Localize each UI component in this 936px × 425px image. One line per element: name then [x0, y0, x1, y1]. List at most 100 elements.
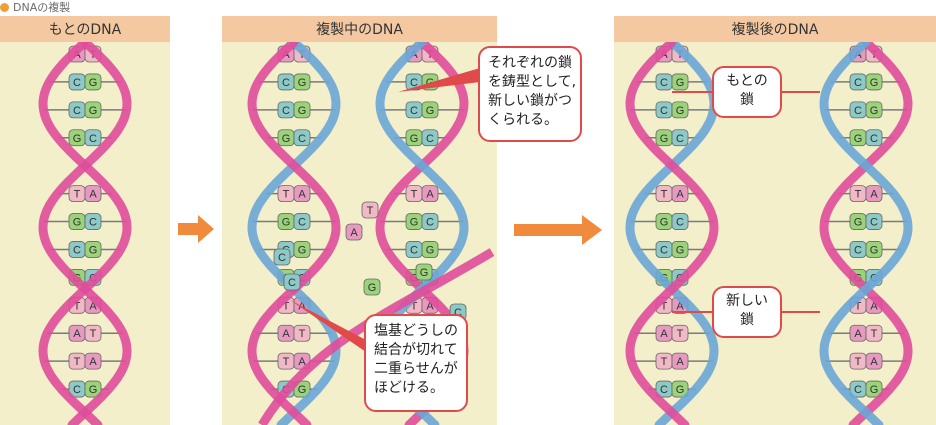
base-tile: [671, 324, 689, 342]
callout-new-strand: 新しい 鎖: [712, 286, 782, 338]
base-letter: C: [410, 244, 418, 256]
orange-circle-icon: [0, 2, 9, 12]
base-letter: A: [660, 328, 668, 340]
base-G: G: [84, 241, 102, 258]
base-letter: A: [870, 300, 878, 312]
base-tile: [865, 213, 883, 230]
base-G: G: [421, 73, 439, 91]
base-C: C: [655, 241, 673, 258]
base-letter: T: [74, 189, 81, 201]
base-letter: A: [676, 189, 684, 201]
base-letter: C: [89, 133, 97, 145]
base-C: C: [293, 213, 311, 230]
base-letter: G: [89, 244, 98, 256]
base-letter: G: [854, 133, 863, 145]
base-pair: CG: [258, 241, 330, 258]
callout-line: もとの: [726, 73, 768, 89]
base-tile: [293, 101, 311, 119]
base-letter: G: [426, 244, 435, 256]
base-letter: G: [870, 77, 879, 89]
base-tile: [84, 129, 102, 147]
base-tile: [671, 213, 689, 230]
base-letter: T: [661, 356, 668, 368]
base-A: A: [421, 185, 439, 203]
base-tile: [865, 241, 883, 258]
strand-a: [247, 42, 341, 425]
base-C: C: [865, 129, 883, 147]
panel-replicating-title: 複製中のDNA: [222, 16, 497, 42]
callout-line: 結合が切れて: [374, 342, 458, 358]
base-C: C: [421, 129, 439, 147]
base-T: T: [655, 185, 673, 203]
base-letter: C: [660, 244, 668, 256]
free-nucleotide-G: G: [415, 263, 433, 281]
base-letter: A: [870, 189, 878, 201]
base-T: T: [68, 185, 86, 203]
base-A: A: [671, 352, 689, 370]
base-letter: A: [89, 189, 97, 201]
strand-a: [38, 42, 132, 425]
base-C: C: [68, 101, 86, 119]
base-tile: [84, 324, 102, 342]
free-nucleotide-G: G: [363, 278, 381, 296]
base-G: G: [293, 101, 311, 119]
base-letter: G: [298, 105, 307, 117]
base-letter: C: [73, 384, 81, 396]
base-C: C: [849, 101, 867, 119]
base-letter: G: [660, 133, 669, 145]
base-G: G: [671, 241, 689, 258]
base-letter: G: [420, 267, 429, 279]
callout-line: くられる。: [488, 112, 558, 128]
base-letter: A: [426, 300, 434, 312]
base-tile: [84, 380, 102, 398]
base-G: G: [671, 73, 689, 91]
base-A: A: [865, 352, 883, 370]
base-tile: [865, 129, 883, 147]
panel-original-title: もとのDNA: [0, 16, 170, 42]
base-letter: C: [288, 277, 296, 289]
base-G: G: [293, 241, 311, 258]
base-T: T: [849, 185, 867, 203]
base-letter: A: [282, 328, 290, 340]
base-letter: T: [283, 189, 290, 201]
base-letter: C: [854, 244, 862, 256]
base-letter: C: [298, 133, 306, 145]
base-T: T: [655, 352, 673, 370]
base-C: C: [421, 213, 439, 230]
base-letter: C: [73, 77, 81, 89]
base-letter: G: [73, 217, 82, 229]
base-tile: [671, 352, 689, 370]
base-letter: T: [855, 189, 862, 201]
base-letter: C: [410, 77, 418, 89]
base-letter: A: [298, 356, 306, 368]
base-letter: G: [89, 77, 98, 89]
base-letter: T: [411, 189, 418, 201]
base-letter: G: [298, 77, 307, 89]
base-G: G: [84, 73, 102, 91]
base-tile: [421, 101, 439, 119]
base-tile: [293, 185, 311, 203]
base-C: C: [865, 213, 883, 230]
base-letter: G: [298, 244, 307, 256]
base-G: G: [865, 241, 883, 258]
base-letter: C: [89, 217, 97, 229]
base-letter: T: [855, 300, 862, 312]
base-letter: T: [661, 300, 668, 312]
base-letter: T: [367, 205, 374, 217]
base-letter: G: [676, 244, 685, 256]
base-A: A: [68, 324, 86, 342]
